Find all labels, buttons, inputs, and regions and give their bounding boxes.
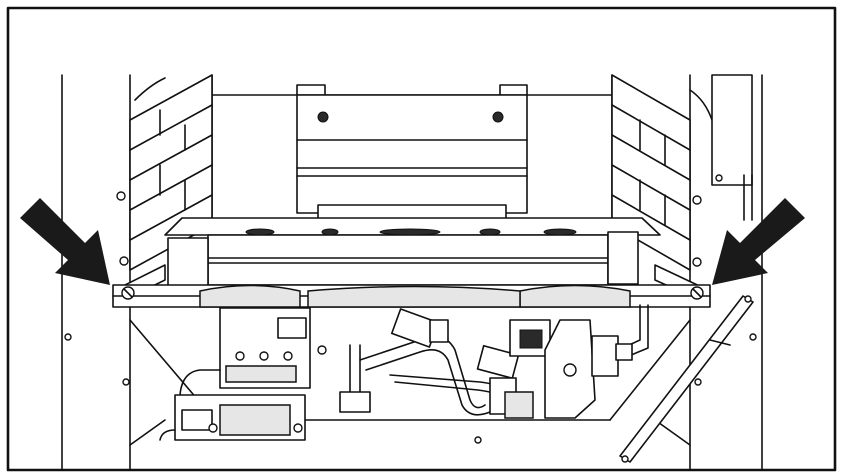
support-rod: [619, 295, 754, 463]
mounting-rail: [112, 284, 711, 308]
right-side-bracket: [711, 74, 753, 221]
pilot-regulator: [509, 304, 649, 419]
burner-tray: [114, 217, 709, 304]
side-screws: [64, 191, 757, 386]
outer-frame: [6, 6, 837, 472]
rear-baffle-plate: [296, 84, 528, 224]
control-valve-assembly: [159, 307, 311, 441]
gas-piping: [339, 308, 534, 419]
left-arrow-pointer: [20, 198, 110, 285]
right-arrow-pointer: [712, 198, 805, 285]
